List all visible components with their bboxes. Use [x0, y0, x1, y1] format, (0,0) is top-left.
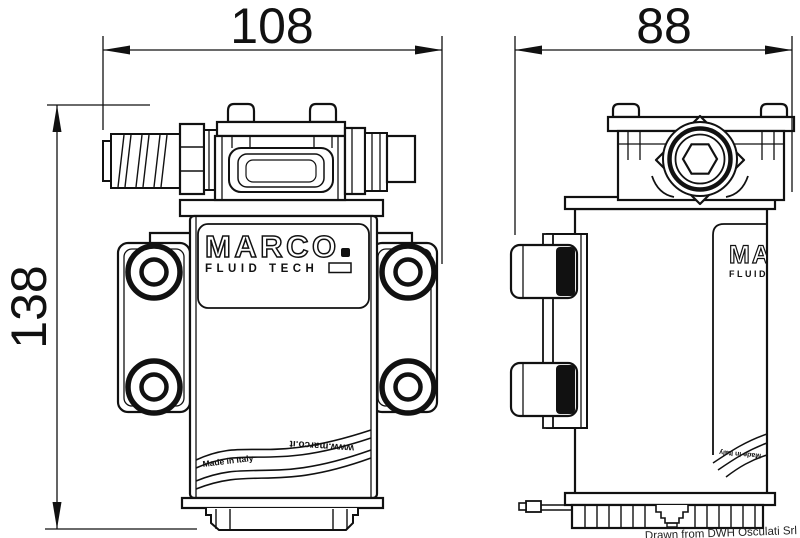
hex-nut [178, 122, 206, 196]
hose-barb-tip [102, 140, 112, 182]
brand-tagline: FLUID TECH [205, 263, 318, 275]
front-right-bracket-step [372, 231, 414, 243]
head-window-inner [245, 159, 317, 183]
outlet-collar-lines [371, 133, 381, 191]
mounting-foot-hole [139, 372, 169, 402]
dimension-value-front-width: 108 [230, 0, 313, 54]
dimension-arrow-right-icon [415, 45, 442, 55]
dimension-value-side-width: 88 [636, 0, 692, 54]
mounting-foot-hole [139, 257, 169, 287]
bottom-end-cap-ribs [215, 509, 348, 529]
brand-tagline-box [328, 262, 352, 274]
brand-logo: MARCO [205, 229, 340, 264]
dimension-arrow-down-icon [52, 502, 62, 529]
side-brand-tagline: FLUID TECH [729, 269, 800, 279]
website-text: www.marco.it [289, 438, 356, 454]
credit-text: Drawn from DWH Osculati Srl [645, 525, 797, 538]
dimension-front-width: 108 [102, 0, 443, 264]
brand-logo-dot [341, 248, 350, 257]
hex-nut-facets [180, 146, 204, 172]
bottom-end-cap [205, 508, 359, 531]
extension-lines [102, 36, 443, 264]
side-label-clipped: MARCO FLUID TECH [728, 240, 800, 279]
side-label-edge [712, 223, 767, 455]
side-bottom-flange [563, 491, 777, 507]
side-bracket-bar [542, 233, 554, 429]
head-bolts [226, 102, 338, 124]
dimension-arrow-right-icon [765, 45, 792, 55]
motor-top-flange [178, 198, 385, 218]
wire-terminal-lead [540, 504, 572, 511]
port-ear-curves [651, 175, 749, 198]
side-view: MARCO FLUID TECH Made in Italy [509, 102, 800, 530]
dimension-height: 138 [1, 104, 197, 530]
port-hex-plug [681, 143, 719, 175]
motor-body-inner-walls [195, 216, 372, 498]
side-foot-upper-grommet [556, 247, 575, 296]
front-view: MARCO FLUID TECH Made in Italy www.marco… [102, 102, 439, 531]
side-foot-lower-grommet [556, 365, 575, 414]
head-window-mid [237, 153, 325, 188]
extension-lines [45, 104, 197, 530]
wave-band-lines [195, 429, 372, 490]
front-left-bracket-step [148, 231, 190, 243]
outlet-collar [364, 132, 388, 192]
head-top-plate [215, 120, 347, 138]
dimension-value-height: 138 [1, 265, 57, 348]
side-made-in-text: Made in Italy [719, 448, 762, 459]
wire-terminal-tip [518, 502, 527, 511]
wire-terminal-body [525, 500, 542, 513]
head-body-details [221, 136, 339, 200]
dimension-side-width: 88 [514, 0, 793, 235]
dimension-arrow-left-icon [103, 45, 130, 55]
dimension-annotations: 108 88 138 [1, 0, 793, 530]
outlet-flange [343, 126, 367, 196]
outlet-end-block [385, 134, 417, 184]
brand-label-plate [197, 223, 370, 309]
dimension-arrow-left-icon [515, 45, 542, 55]
bottom-flange [180, 496, 385, 510]
mounting-foot-hole [393, 372, 423, 402]
dimension-arrow-up-icon [52, 105, 62, 132]
extension-lines [514, 36, 793, 235]
side-head-bolts [611, 102, 789, 119]
side-brand-logo: MARCO [729, 241, 800, 269]
hose-barb-ribs [117, 134, 168, 188]
head-window-outer [228, 147, 334, 193]
side-wave-band [712, 433, 768, 478]
side-base-connector-nub [666, 522, 678, 528]
mounting-foot-hole [393, 257, 423, 287]
side-base-ribs [584, 505, 756, 528]
